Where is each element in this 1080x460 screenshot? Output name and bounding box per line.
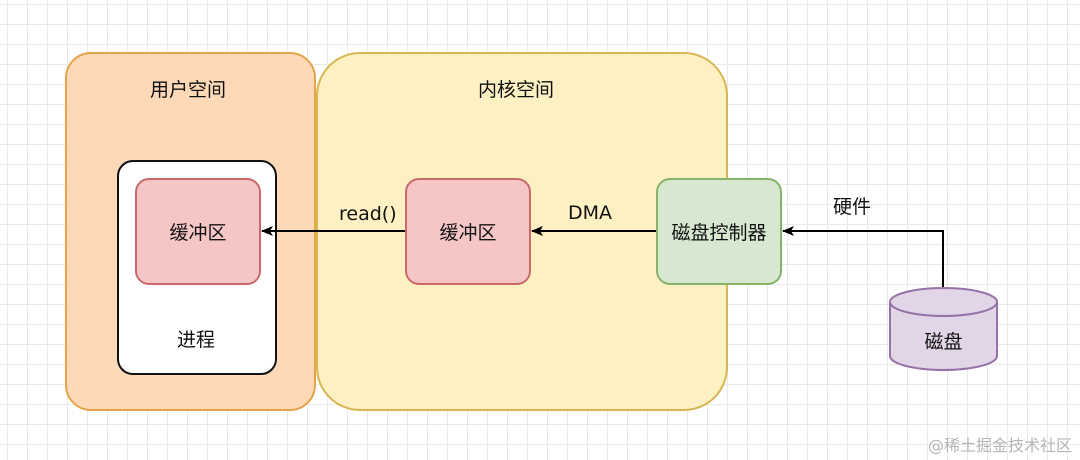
hardware-edge-label: 硬件 — [833, 196, 872, 218]
process-label: 进程 — [177, 329, 216, 351]
hardware-arrow — [782, 226, 944, 288]
disk-cylinder — [889, 287, 998, 371]
dma-edge-label: DMA — [568, 202, 613, 224]
user-space-title: 用户空间 — [150, 79, 227, 101]
disk-controller-node: 磁盘控制器 — [656, 178, 782, 285]
read-edge-label: read() — [339, 203, 397, 225]
watermark: @稀土掘金技术社区 — [927, 436, 1072, 455]
user-buffer-node: 缓冲区 — [135, 178, 261, 285]
kernel-space-title: 内核空间 — [478, 79, 555, 101]
disk-node-label: 磁盘 — [924, 330, 963, 353]
kernel-buffer-node: 缓冲区 — [405, 178, 531, 285]
